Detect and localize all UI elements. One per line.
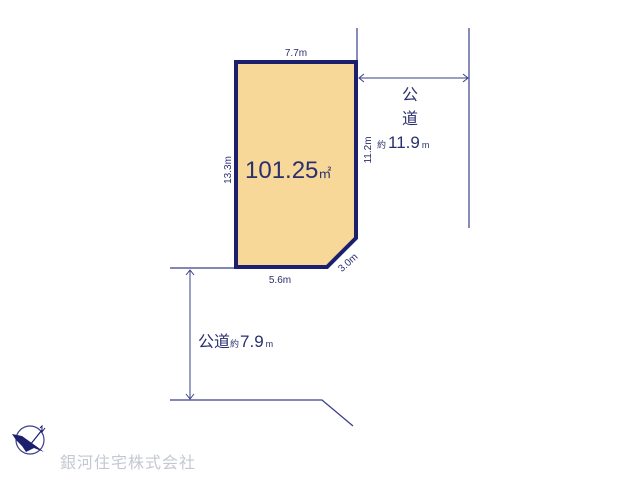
top-dimension-label: 7.7m [285, 48, 307, 59]
company-name: 銀河住宅株式会社 [60, 453, 197, 472]
crane-compass-logo-icon [12, 424, 46, 455]
lot-area-label: 101.25㎡ [245, 157, 331, 184]
right-dimension-label: 11.2m [363, 136, 374, 163]
lot-polygon [234, 60, 358, 269]
bottom-dimension-label: 5.6m [269, 275, 291, 286]
east-road-label-1: 公 [402, 85, 418, 104]
east-road-label-2: 道 [402, 109, 418, 128]
south-road-width-arrow [185, 269, 195, 400]
left-dimension-label: 13.3m [223, 156, 234, 184]
south-road-bottom-line [170, 399, 354, 427]
east-road-width-arrow [358, 73, 469, 83]
